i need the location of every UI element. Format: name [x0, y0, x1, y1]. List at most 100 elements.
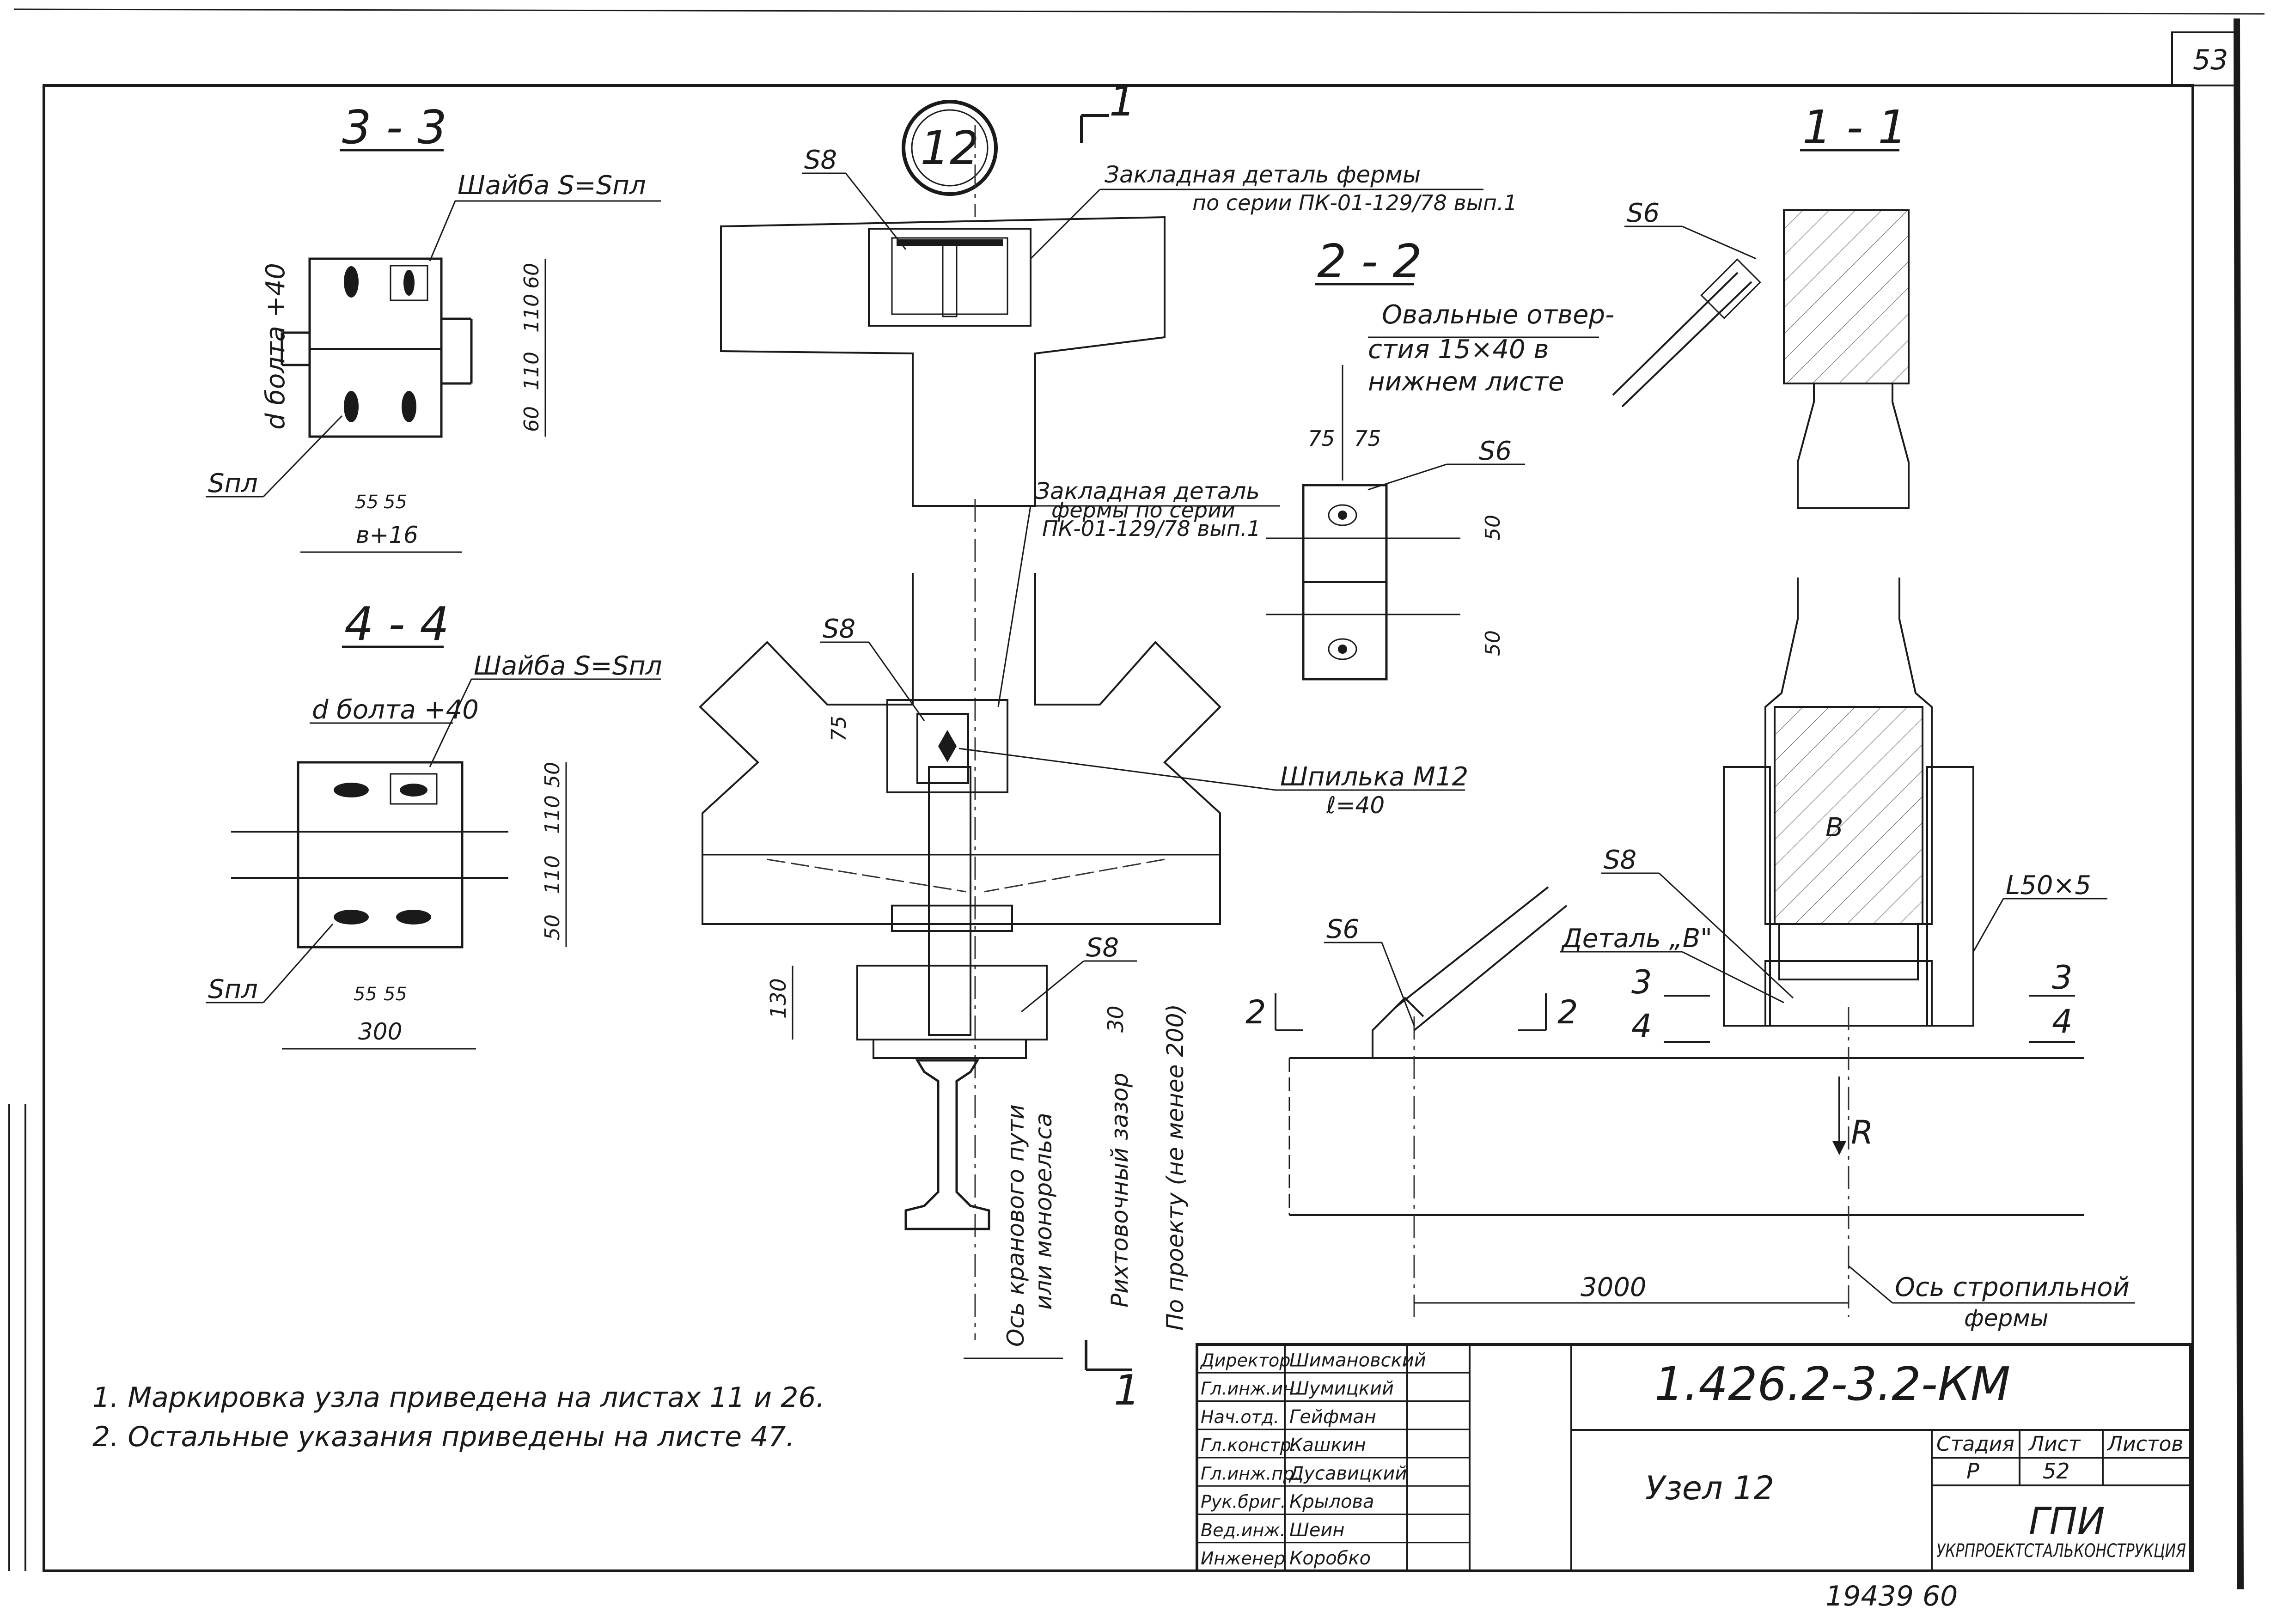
title-block-name: Гейфман [1289, 1406, 1376, 1428]
title-block-role: Гл.констр. [1201, 1435, 1297, 1455]
section-1-1-axis2: фермы [1964, 1305, 2048, 1332]
org-long: УКРПРОЕКТСТАЛЬКОНСТРУКЦИЯ [1936, 1540, 2186, 1562]
title-block-role: Гл.инж.ин. [1201, 1379, 1300, 1399]
bottom-number: 19439 60 [1825, 1580, 1958, 1612]
rail-profile [904, 1059, 990, 1230]
section-2-2-title: 2 - 2 [1317, 234, 1422, 288]
notes: 1. Маркировка узла приведена на листах 1… [92, 1381, 825, 1453]
section-1-1-weld-left: S6 [1326, 914, 1359, 944]
main-dim-30: 30 [1103, 1005, 1128, 1033]
hanger-rod [928, 766, 971, 1036]
section-3-3: 3 - 3 Шайба S=Sпл 60 110 110 60 d болта … [206, 100, 661, 553]
dim-4-4-0: 50 [541, 762, 564, 788]
oval-hole-icon [403, 270, 415, 296]
section-1-1-cut2-left: 2 [1245, 993, 1266, 1031]
section-1-1-reaction: R [1851, 1113, 1874, 1151]
oval-hole-icon [400, 784, 427, 797]
title-block-role: Нач.отд. [1201, 1407, 1279, 1427]
title-block-name: Кашкин [1289, 1435, 1366, 1456]
title-block-name: Шеин [1289, 1520, 1345, 1541]
main-vert2: Рихтовочный зазор [1106, 1073, 1133, 1308]
section-3-3-bolt: d болта +40 [261, 263, 291, 430]
embedded-plate-mid [886, 699, 1008, 793]
section-4-4-plate: Sпл [208, 974, 258, 1004]
oval-hole-icon [1328, 638, 1357, 660]
sheet-top-edge [13, 8, 2265, 15]
section-2-2-dim-left: 75 [1308, 426, 1335, 451]
section-1-1-axis1: Ось стропильной [1895, 1272, 2130, 1302]
section-1-1-weld-mid: S8 [1604, 845, 1636, 875]
section-2-2: 2 - 2 Овальные отвер- стия 15×40 в нижне… [1266, 234, 1614, 681]
oval-hole-icon [334, 783, 369, 797]
sheets-header: Листов [2106, 1432, 2183, 1456]
section-3-3-width: в+16 [356, 522, 418, 548]
dim-3-3-b1: 55 [384, 492, 407, 513]
doc-title: Узел 12 [1645, 1469, 1774, 1507]
section-2-2-note1: Овальные отвер- [1382, 300, 1614, 330]
washer-icon [390, 773, 438, 805]
section-4-4: 4 - 4 Шайба S=Sпл d болта +40 50 110 110… [206, 597, 662, 1050]
section-2-2-weld: S6 [1479, 436, 1512, 466]
title-block-role: Гл.инж.пр. [1201, 1463, 1300, 1484]
section-4-4-width: 300 [358, 1018, 402, 1045]
section-2-2-note3: нижнем листе [1368, 367, 1564, 397]
dim-4-4-1: 110 [541, 795, 564, 834]
dim-3-3-b0: 55 [355, 492, 378, 513]
dim-3-3-1: 110 [520, 294, 543, 333]
main-dim-130: 130 [766, 978, 791, 1019]
main-view: 12 S8 Закладная деталь фермы по серии ПК… [699, 77, 1517, 1415]
main-embed2-line1: Закладная деталь [1035, 478, 1260, 505]
arrow-icon [1832, 1141, 1846, 1155]
main-vert1-line1: Ось кранового пути [1002, 1104, 1029, 1347]
sheet-value: 52 [2043, 1459, 2070, 1484]
section-1-1-dim-3000: 3000 [1581, 1272, 1647, 1302]
main-weld-low: S8 [1086, 933, 1119, 963]
note-2: 2. Остальные указания приведены на листе… [92, 1421, 795, 1453]
title-block-name: Шимановский [1289, 1350, 1426, 1371]
oval-hole-icon [334, 910, 369, 925]
section-1-1-cut2-right: 2 [1557, 993, 1578, 1031]
section-2-2-note2: стия 15×40 в [1368, 335, 1549, 365]
main-embed1-line2: по серии ПК-01-129/78 вып.1 [1192, 190, 1517, 215]
section-3-3-washer: Шайба S=Sпл [458, 170, 646, 201]
title-block: ДиректорШимановскийГл.инж.ин.ШумицкийНач… [1196, 1343, 2192, 1572]
main-embed2-line3: ПК-01-129/78 вып.1 [1042, 516, 1261, 541]
section-1-1-angle: L50×5 [2006, 870, 2091, 900]
dim-3-3-0: 60 [520, 263, 543, 289]
section-1-1-letter: B [1825, 813, 1843, 843]
section-1-1-weld-top: S6 [1627, 198, 1660, 228]
section-1-1-detail: Деталь „В" [1561, 924, 1712, 954]
section-4-4-title: 4 - 4 [344, 597, 449, 651]
main-dim-75: 75 [827, 716, 851, 742]
section-4-4-bolt: d болта +40 [312, 695, 479, 725]
section-1-1: 1 - 1 S6 B S8 L50×5 Деталь „В" 3 4 3 4 [1245, 100, 2135, 1332]
lower-truss-node [699, 573, 1221, 925]
doc-code: 1.426.2-3.2-КМ [1654, 1357, 2010, 1411]
embedded-plate-top [868, 228, 1032, 327]
sheet-right-edge [2234, 18, 2244, 1590]
column-1-1 [1764, 578, 1933, 980]
plate-4-4 [297, 761, 464, 949]
rail-support-block [856, 965, 1048, 1040]
main-weld-mid: S8 [823, 614, 855, 644]
stage-value: Р [1966, 1459, 1979, 1484]
node-number: 12 [920, 121, 979, 175]
title-block-role: Вед.инж. [1201, 1520, 1286, 1540]
corner-number: 53 [2193, 44, 2228, 76]
dim-3-3-2: 110 [520, 352, 543, 390]
oval-hole-icon [344, 391, 359, 422]
section-2-2-dim-v2: 50 [1481, 630, 1505, 656]
note-1: 1. Маркировка узла приведена на листах 1… [92, 1381, 825, 1414]
main-vert1-line2: или монорельса [1030, 1113, 1057, 1310]
section-3-3-plate: Sпл [208, 468, 258, 499]
main-embed1-line1: Закладная деталь фермы [1105, 161, 1421, 188]
washer-icon [390, 265, 428, 301]
main-cut-bottom: 1 [1114, 1366, 1140, 1415]
stud-icon [938, 730, 957, 762]
corner-box [2171, 31, 2238, 86]
main-vert3: По проекту (не менее 200) [1162, 1004, 1189, 1331]
title-block-role: Инженер [1201, 1548, 1285, 1569]
main-cut-top: 1 [1109, 77, 1135, 126]
section-3-3-title: 3 - 3 [342, 100, 447, 154]
